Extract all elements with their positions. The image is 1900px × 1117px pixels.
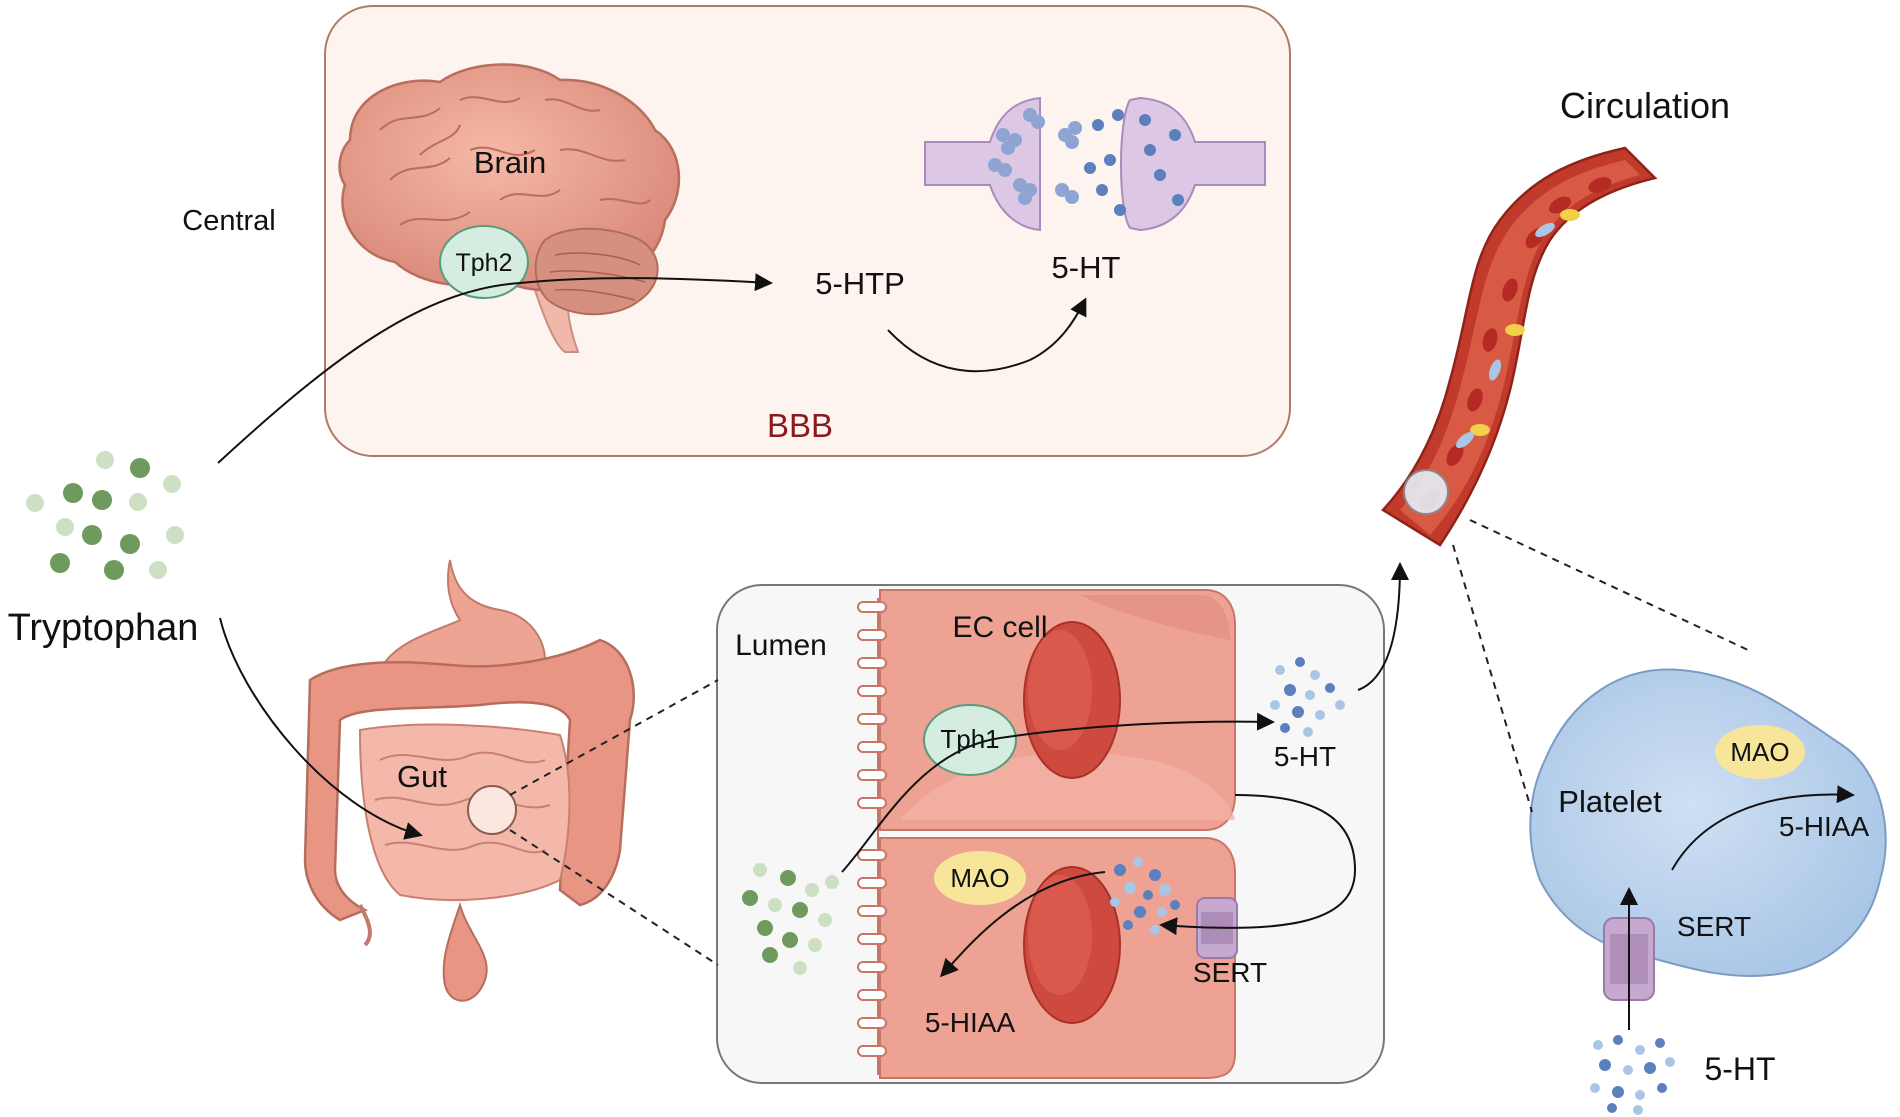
zoom-connectors	[509, 519, 1749, 966]
arrow-5ht-to-5hiaa-ec	[939, 871, 1106, 978]
arrow-tryptophan-to-5htp	[217, 273, 773, 464]
arrow-reuptake-via-sert	[1159, 794, 1357, 936]
gut-zoom-circle	[467, 785, 517, 835]
circulation-label: Circulation	[1560, 85, 1730, 126]
nucleus-upper-highlight	[1028, 630, 1092, 750]
5-ht-ec-label: 5-HT	[1274, 741, 1336, 772]
5-ht-synapse-label: 5-HT	[1052, 250, 1121, 285]
arrow-5ht-to-circulation	[1357, 562, 1409, 691]
gut-label: Gut	[397, 759, 447, 794]
lumen-label: Lumen	[735, 629, 827, 662]
5-hiaa-ec-label: 5-HIAA	[925, 1007, 1016, 1038]
ec-cell-label: EC cell	[952, 611, 1047, 644]
sert-ec-label: SERT	[1193, 957, 1267, 988]
5-htp-label: 5-HTP	[815, 266, 905, 301]
mao-platelet-label: MAO	[1730, 737, 1789, 767]
ec-serotonin-particles-released	[1270, 657, 1345, 737]
pathway-arrows	[217, 273, 1855, 1030]
synapse-illustration	[924, 96, 1266, 232]
platelet-serotonin-particles	[1590, 1035, 1675, 1115]
gut-illustration	[303, 559, 635, 1002]
central-label: Central	[182, 205, 276, 237]
vessel-zoom-circle	[1403, 469, 1449, 515]
ec-serotonin-particles-intracellular	[1110, 857, 1180, 935]
blood-vessel	[1381, 146, 1658, 547]
sert-platelet-label: SERT	[1677, 911, 1751, 942]
tryptophan-particles	[26, 451, 184, 580]
tryptophan-label: Tryptophan	[8, 607, 199, 649]
bbb-label: BBB	[767, 407, 833, 444]
tph2-label: Tph2	[456, 249, 513, 277]
mao-ec-enzyme	[934, 851, 1026, 905]
microvilli	[857, 601, 887, 1057]
brain-illustration	[338, 63, 681, 353]
mao-ec-label: MAO	[950, 863, 1009, 893]
5-hiaa-platelet-label: 5-HIAA	[1779, 811, 1870, 842]
arrow-5htp-to-5ht	[887, 297, 1087, 373]
arrow-tryptophan-to-gut	[219, 617, 423, 840]
5-ht-circulating-label: 5-HT	[1704, 1051, 1775, 1087]
arrow-lumen-to-5ht	[841, 712, 1275, 873]
mao-platelet-enzyme	[1715, 725, 1805, 779]
arrow-5ht-to-5hiaa-platelet	[1671, 785, 1855, 871]
nucleus-lower-highlight	[1028, 875, 1092, 995]
brain-label: Brain	[474, 145, 546, 180]
platelet-label: Platelet	[1558, 784, 1662, 819]
tph2-enzyme	[439, 225, 529, 299]
ec-tryptophan-particles	[742, 863, 839, 975]
